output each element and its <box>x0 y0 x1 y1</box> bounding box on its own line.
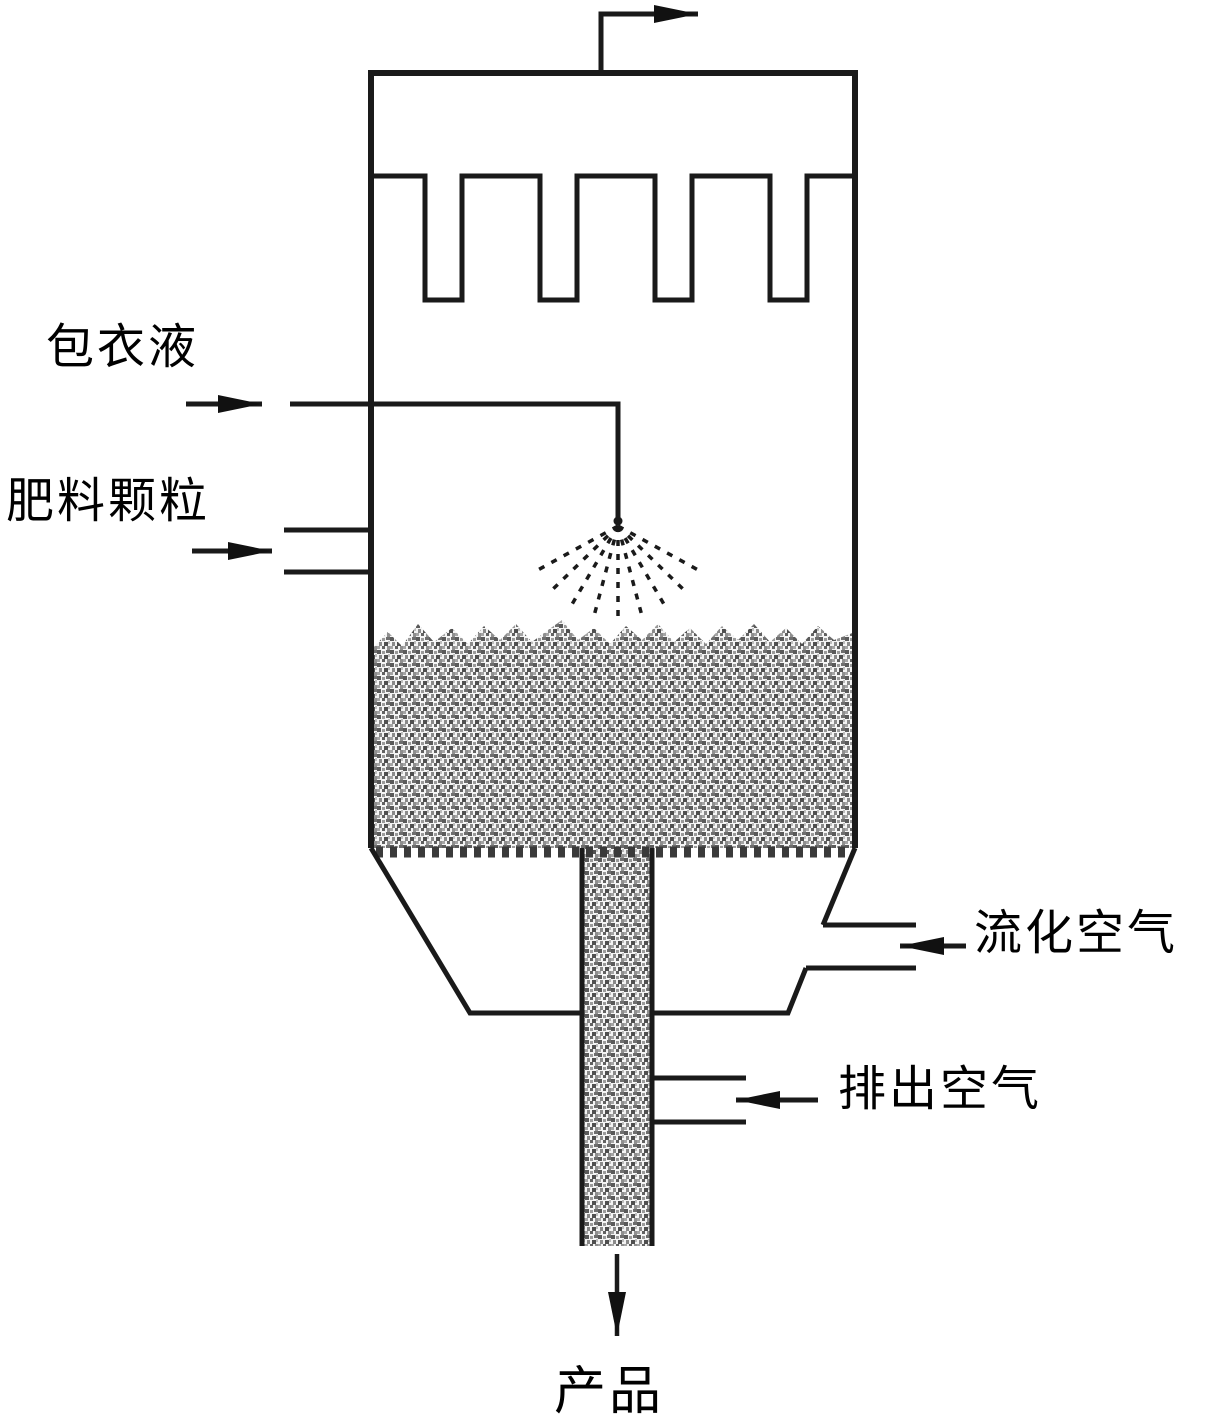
spray-cone <box>535 524 701 619</box>
label-exhaust-air: 排出空气 <box>838 1063 1043 1116</box>
funnel-left-wall <box>368 846 584 1016</box>
filter-bags <box>371 173 855 303</box>
funnel-right-wall-upper <box>820 847 858 926</box>
fertilizer-feed-pipe <box>284 527 371 575</box>
label-fluidizing-air: 流化空气 <box>974 907 1179 960</box>
label-product: 产品 <box>554 1364 665 1421</box>
top-outlet-pipe <box>598 5 698 73</box>
center-tube-fill <box>584 848 650 1246</box>
funnel-right-wall-lower <box>651 967 809 1016</box>
particle-bed <box>371 620 855 848</box>
vessel-outline <box>368 70 858 848</box>
spray-pipe <box>290 401 621 518</box>
spray-nozzle <box>613 516 623 526</box>
exhaust-air-channel <box>652 1075 746 1125</box>
center-tube-walls <box>579 848 655 1246</box>
label-coating-liquid: 包衣液 <box>46 321 200 374</box>
label-fertilizer-granules: 肥料颗粒 <box>6 475 211 528</box>
fluidizing-air-channel <box>806 922 916 971</box>
